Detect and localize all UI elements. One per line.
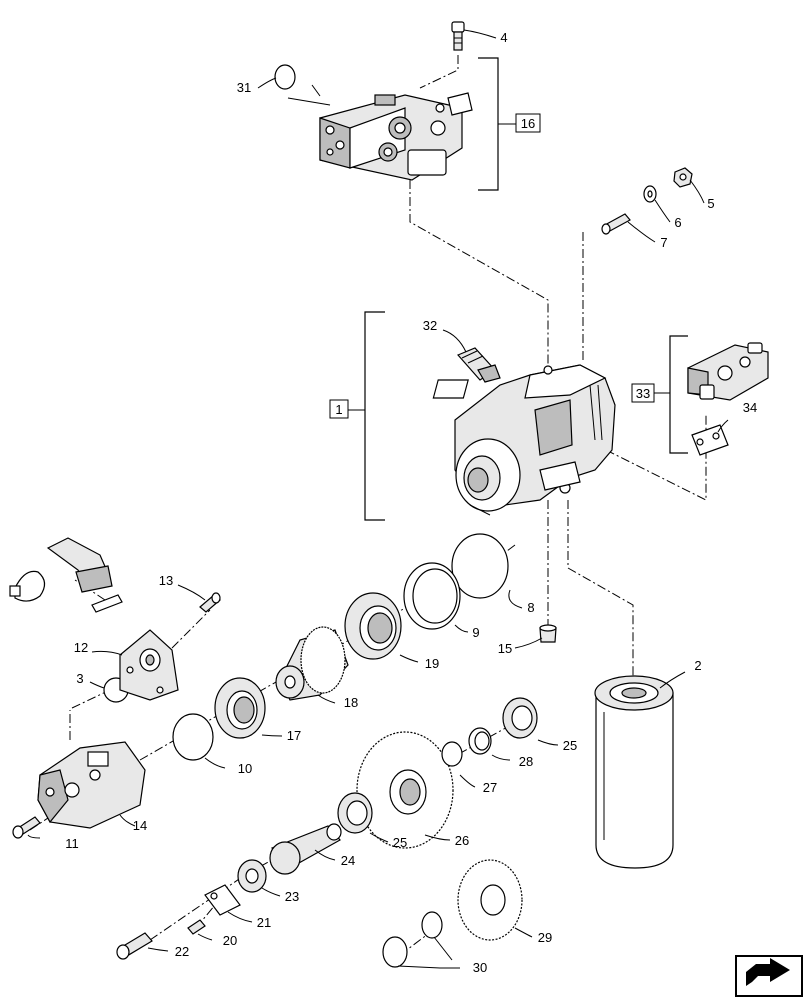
- leader-lines: [27, 29, 729, 969]
- bracket-1: [348, 311, 385, 521]
- washer-28: [468, 727, 492, 755]
- callout-label: 33: [636, 386, 650, 401]
- callout-label: 31: [237, 80, 251, 95]
- spacer-23: [237, 859, 267, 893]
- callout-label: 23: [285, 889, 299, 904]
- gear-26: [356, 731, 454, 849]
- callout-label: 1: [335, 402, 342, 417]
- callout-label: 25: [563, 738, 577, 753]
- washer-6: [643, 185, 657, 203]
- callout-label: 8: [527, 600, 534, 615]
- o-ring-10: [172, 713, 214, 761]
- callout-label: 28: [519, 754, 533, 769]
- hydraulic-pump-1: [432, 364, 616, 516]
- lock-tab-21: [204, 884, 241, 916]
- bolt-15: [539, 624, 557, 643]
- plate-34: [691, 424, 729, 456]
- callout-labels: 1 2 3 4 5 6 7 8 9 10 11 12 13 14 15 16 1…: [65, 30, 757, 975]
- callout-label: 13: [159, 573, 173, 588]
- callout-box-1: [329, 399, 349, 419]
- callout-label: 2: [694, 658, 701, 673]
- callout-label: 18: [344, 695, 358, 710]
- o-ring-8: [451, 533, 509, 599]
- hose-elbow: [9, 537, 123, 613]
- callout-label: 15: [498, 641, 512, 656]
- valve-33: [687, 342, 769, 401]
- callout-label: 7: [660, 235, 667, 250]
- callout-label: 26: [455, 833, 469, 848]
- o-ring-31: [274, 64, 331, 106]
- bolt-20: [187, 919, 206, 935]
- bearing-25-lower: [337, 792, 373, 834]
- bearing-17: [214, 677, 266, 739]
- bolt-13: [199, 592, 221, 613]
- callout-label: 30: [473, 960, 487, 975]
- bolt-4: [451, 21, 465, 51]
- callout-label: 22: [175, 944, 189, 959]
- callout-label: 34: [743, 400, 757, 415]
- callout-label: 5: [707, 196, 714, 211]
- nut-5: [673, 167, 693, 188]
- shaft-24: [269, 823, 342, 875]
- callout-label: 21: [257, 915, 271, 930]
- control-valve-assembly: [319, 92, 473, 181]
- pin-7: [601, 213, 631, 235]
- callout-label: 11: [65, 836, 79, 851]
- gear-shaft-18: [275, 626, 349, 701]
- callout-label: 24: [341, 853, 355, 868]
- callout-label: 20: [223, 933, 237, 948]
- callout-label: 19: [425, 656, 439, 671]
- callout-label: 27: [483, 780, 497, 795]
- callout-label: 10: [238, 761, 252, 776]
- callout-label: 25: [393, 835, 407, 850]
- callout-label: 6: [674, 215, 681, 230]
- callout-label: 12: [74, 640, 88, 655]
- bolt-11: [12, 816, 41, 839]
- callout-label: 17: [287, 728, 301, 743]
- bolt-22: [116, 932, 153, 960]
- bearing-19: [344, 592, 402, 660]
- callout-label: 16: [521, 116, 535, 131]
- callout-box-33: [631, 383, 655, 403]
- gear-29: [457, 859, 523, 941]
- callout-label: 14: [133, 818, 147, 833]
- bracket-16: [478, 57, 516, 191]
- snap-rings-30: [382, 911, 443, 968]
- callout-label: 3: [76, 671, 83, 686]
- callout-box-16: [515, 113, 541, 133]
- callout-label: 9: [472, 625, 479, 640]
- callout-label: 4: [500, 30, 507, 45]
- gear-pump-14: [37, 741, 146, 829]
- oil-filter-2: [594, 675, 674, 869]
- next-page-arrow-icon[interactable]: [735, 955, 803, 997]
- clip-27: [441, 741, 463, 767]
- callout-label: 29: [538, 930, 552, 945]
- ring-9: [403, 562, 461, 630]
- sensor-32: [456, 347, 501, 383]
- callout-label: 32: [423, 318, 437, 333]
- bearing-25-upper: [502, 697, 538, 739]
- bracket-33: [654, 335, 688, 454]
- fitting-block-12: [119, 629, 179, 701]
